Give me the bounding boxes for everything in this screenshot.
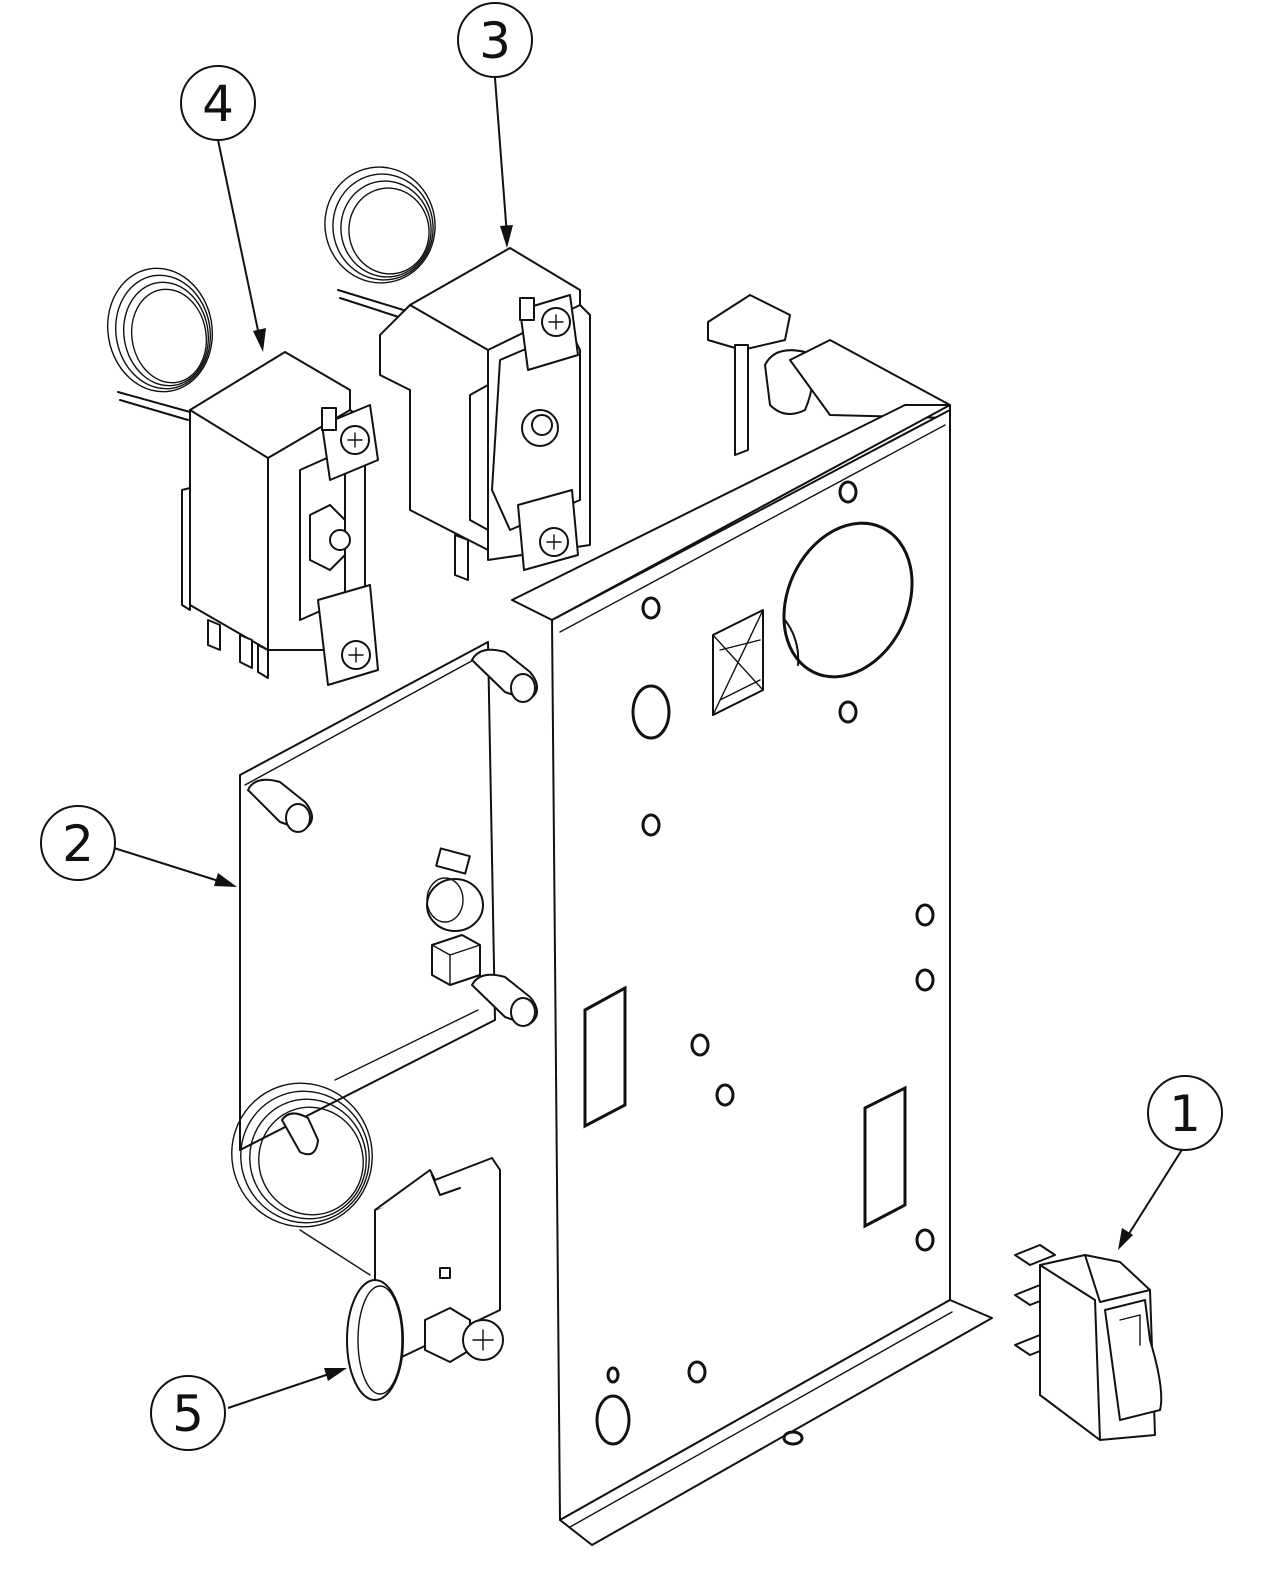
thermostat-left bbox=[106, 267, 379, 686]
screw-top-right-thermostat bbox=[519, 294, 579, 371]
balloon-2-label: 2 bbox=[62, 815, 94, 873]
balloon-5: 5 bbox=[150, 1375, 226, 1451]
balloon-4-label: 4 bbox=[202, 75, 234, 133]
leader-lines bbox=[113, 77, 1184, 1409]
balloon-2: 2 bbox=[40, 805, 116, 881]
circuit-board bbox=[239, 641, 538, 1151]
screw-top-left-thermostat bbox=[321, 404, 379, 481]
balloon-5-label: 5 bbox=[172, 1385, 204, 1443]
balloon-3-label: 3 bbox=[479, 12, 511, 70]
capillary-coil-right bbox=[324, 166, 436, 321]
capillary-thermostat-bracket bbox=[231, 1009, 504, 1401]
balloon-4: 4 bbox=[180, 65, 256, 141]
screw-bottom-right-thermostat bbox=[517, 489, 579, 571]
chassis-plate bbox=[511, 294, 993, 1546]
mounting-holes bbox=[595, 480, 935, 1446]
balloon-1-label: 1 bbox=[1169, 1085, 1201, 1143]
capillary-coil-bottom bbox=[231, 1009, 479, 1276]
rocker-switch bbox=[1014, 1244, 1163, 1441]
thermostat-right bbox=[324, 166, 591, 581]
screw-bottom-left-thermostat bbox=[317, 584, 379, 686]
standoff bbox=[471, 648, 538, 703]
standoff bbox=[247, 778, 313, 833]
balloon-3: 3 bbox=[457, 2, 533, 78]
standoff bbox=[471, 973, 538, 1027]
balloon-1: 1 bbox=[1147, 1075, 1223, 1151]
capillary-coil-left bbox=[106, 267, 214, 421]
